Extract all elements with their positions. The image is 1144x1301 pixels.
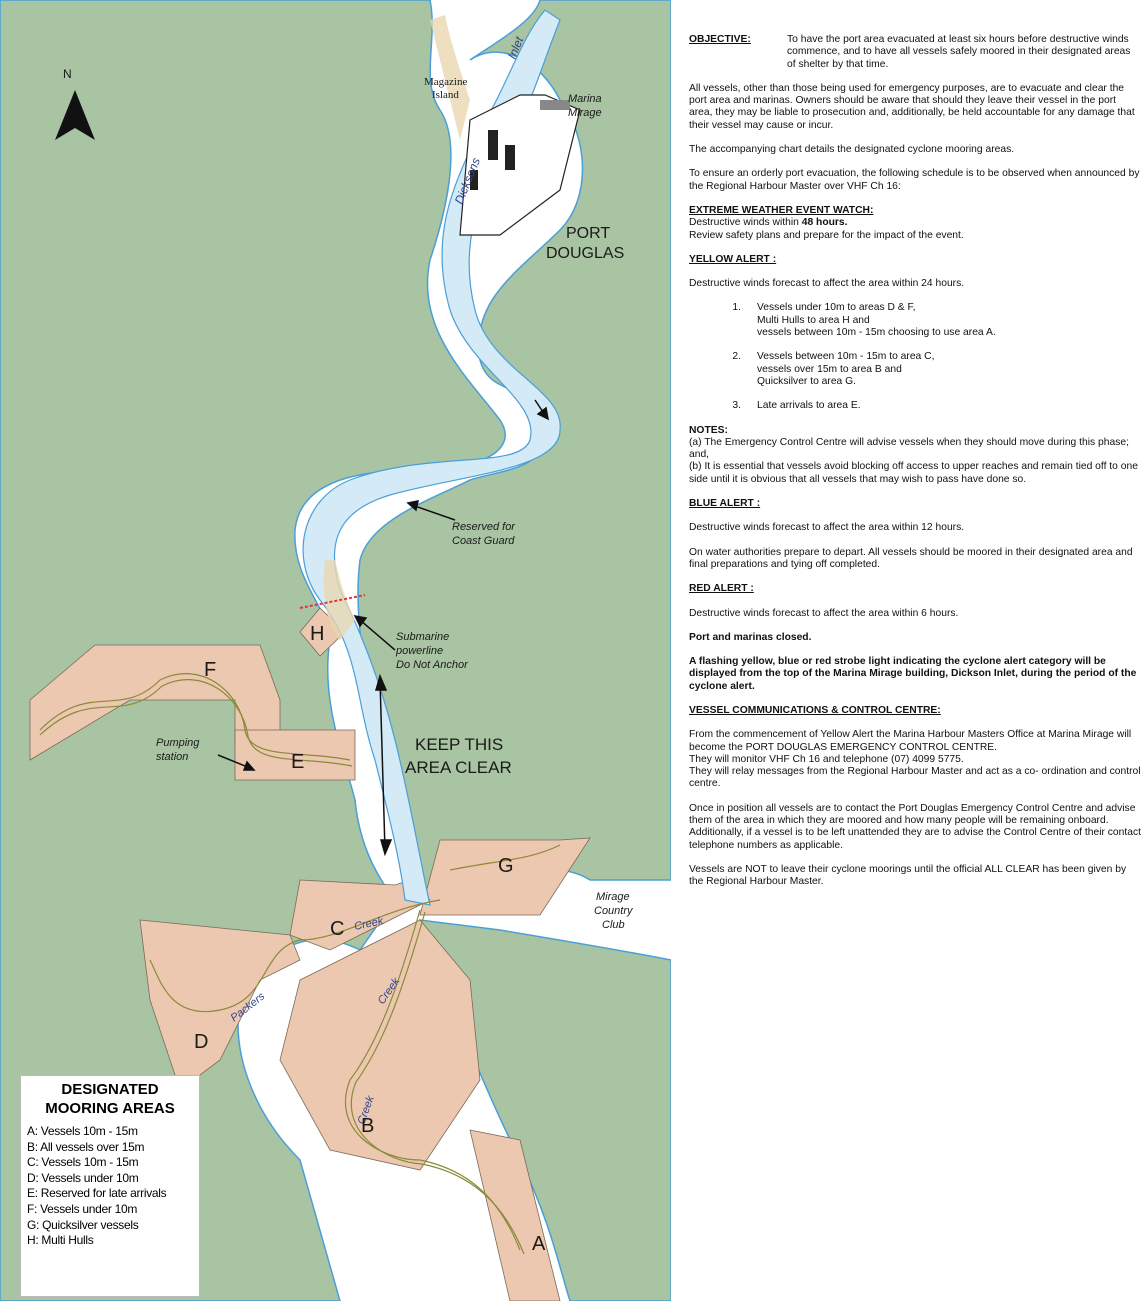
yellow-item-3: 3. Late arrivals to area E. [689,400,1141,412]
yellow-item-1: 1. Vessels under 10m to areas D & F,Mult… [689,302,1141,339]
legend-item-c: C: Vessels 10m - 15m [27,1155,139,1170]
legend-item-d: D: Vessels under 10m [27,1170,139,1185]
mooring-areas [29,607,591,1301]
yellow-item-1-line2: Multi Hulls to area H and [757,314,870,326]
marina-mirage-line2: Mirage [568,107,602,119]
red-alert-text: Destructive winds forecast to affect the… [689,607,959,619]
coast-guard-line1: Reserved for [452,521,516,533]
keep-clear-line1: KEEP THIS [415,735,503,754]
powerline-line3: Do Not Anchor [396,659,469,671]
communications-p3: Vessels are NOT to leave their cyclone m… [689,863,1127,888]
extreme-watch-hours: 48 hours. [801,217,848,229]
area-letter-a: A [532,1233,546,1255]
yellow-item-2-line2: vessels over 15m to area B and [757,363,902,375]
sand-patch-north [430,15,470,140]
port-douglas-line1: PORT [566,225,610,242]
mooring-area-d-shape [139,919,301,1091]
yellow-alert-heading: YELLOW ALERT : [689,253,777,265]
map-canvas: N Magazine Island Marina Mirage Dicksons… [0,0,671,1301]
magazine-island-line1: Magazine [424,76,467,88]
instructions-panel: OBJECTIVE: To have the port area evacuat… [689,34,1141,901]
area-letter-b: B [361,1115,374,1137]
legend-item-g: G: Quicksilver vessels [27,1217,139,1232]
extreme-watch-text: Destructive winds within [689,217,802,229]
country-club-line2: Country [594,905,634,917]
area-letter-g: G [498,855,514,877]
legend-box: DESIGNATED MOORING AREAS A: Vessels 10m … [20,1075,200,1297]
port-closed-text: Port and marinas closed. [689,631,812,643]
north-arrow: N [55,67,95,140]
area-letters: F E H G C D B A [194,623,546,1255]
legend-item-a: A: Vessels 10m - 15m [27,1124,138,1138]
pumping-station-line2: station [156,751,188,763]
port-douglas-line2: DOUGLAS [546,245,624,262]
mooring-area-a-shape [469,1129,561,1301]
paragraph-schedule: To ensure an orderly port evacuation, th… [689,168,1140,192]
powerline-line2: powerline [395,645,443,657]
yellow-item-2: 2. Vessels between 10m - 15m to area C,v… [689,351,1141,388]
area-letter-e: E [291,751,304,773]
yellow-item-2-line1: Vessels between 10m - 15m to area C, [757,351,935,363]
marina-mirage-line1: Marina [568,93,602,105]
legend-item-e: E: Reserved for late arrivals [27,1186,167,1201]
red-alert-heading: RED ALERT : [689,583,754,595]
yellow-item-2-line3: Quicksilver to area G. [757,375,856,387]
area-letter-f: F [204,659,216,681]
blue-alert-paragraph: On water authorities prepare to depart. … [689,546,1133,570]
keep-clear-line2: AREA CLEAR [405,758,512,777]
powerline-line1: Submarine [396,631,449,643]
country-club-line1: Mirage [596,891,630,903]
legend-title-line2: MOORING AREAS [45,1100,175,1117]
yellow-item-1-number: 1. [732,302,741,314]
country-club-line3: Club [602,919,625,931]
area-letter-c: C [330,918,344,940]
notes-a: (a) The Emergency Control Centre will ad… [689,436,1129,461]
inlet-channel [302,9,561,906]
yellow-item-2-number: 2. [732,351,741,363]
marina-structure [459,94,581,236]
mooring-area-e-shape [234,729,356,781]
creek-lines [39,673,561,1255]
legend-item-h: H: Multi Hulls [27,1233,94,1248]
coast-guard-line2: Coast Guard [452,535,515,547]
submarine-powerline [299,594,366,609]
magazine-island-line2: Island [432,89,459,101]
objective-text: To have the port area evacuated at least… [787,34,1131,70]
communications-p1c: They will relay messages from the Region… [689,766,1141,790]
notes-heading: NOTES: [689,424,728,436]
legend-list: A: Vessels 10m - 15m B: All vessels over… [27,1124,193,1249]
blue-alert-text: Destructive winds forecast to affect the… [689,522,965,534]
yellow-item-1-line3: vessels between 10m - 15m choosing to us… [757,327,996,339]
mooring-map: N Magazine Island Marina Mirage Dicksons… [0,0,671,1301]
yellow-alert-text: Destructive winds forecast to affect the… [689,278,965,290]
communications-heading: VESSEL COMMUNICATIONS & CONTROL CENTRE: [689,704,941,716]
strobe-light-text: A flashing yellow, blue or red strobe li… [689,656,1137,692]
blue-alert-heading: BLUE ALERT : [689,498,761,510]
mooring-area-b-shape [279,919,481,1171]
yellow-item-3-line1: Late arrivals to area E. [757,400,861,412]
notes-b: (b) It is essential that vessels avoid b… [689,461,1138,485]
communications-p2: Once in position all vessels are to cont… [689,802,1141,851]
pumping-station-line1: Pumping [156,737,200,749]
legend-item-b: B: All vessels over 15m [27,1139,145,1154]
extreme-watch-line1: Destructive winds within 48 hours. [689,217,1141,229]
area-letter-d: D [194,1031,208,1053]
extreme-watch-heading: EXTREME WEATHER EVENT WATCH: [689,204,874,216]
legend-title-line1: DESIGNATED [61,1081,159,1098]
objective-heading: OBJECTIVE: [689,34,751,45]
paragraph-chart: The accompanying chart details the desig… [689,144,1015,156]
objective-block: OBJECTIVE: To have the port area evacuat… [689,34,1141,71]
yellow-item-1-line1: Vessels under 10m to areas D & F, [757,302,916,314]
paragraph-evacuate: All vessels, other than those being used… [689,82,1135,131]
communications-p1b: They will monitor VHF Ch 16 and telephon… [689,753,964,765]
area-letter-h: H [310,623,324,645]
legend-item-f: F: Vessels under 10m [27,1201,138,1216]
north-label: N [63,67,72,81]
yellow-item-3-number: 3. [732,400,741,412]
map-arrows [217,399,550,857]
extreme-watch-line2: Review safety plans and prepare for the … [689,229,964,241]
communications-p1: From the commencement of Yellow Alert th… [689,729,1132,753]
